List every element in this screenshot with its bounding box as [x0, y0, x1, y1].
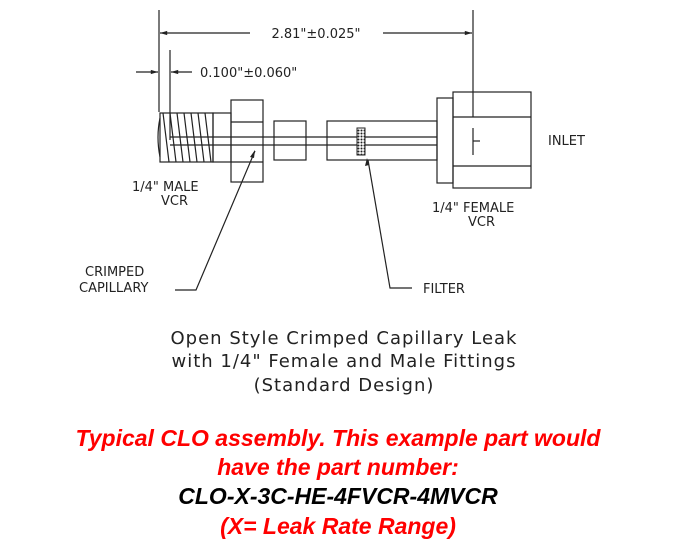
note-leak-rate: (X= Leak Rate Range) — [220, 513, 456, 539]
filter-label: FILTER — [423, 282, 465, 297]
crimp-sleeve — [273, 120, 307, 161]
crimped-label: CRIMPED — [85, 265, 144, 280]
male-label-vcr: VCR — [161, 194, 188, 209]
note-line-1: Typical CLO assembly. This example part … — [75, 425, 601, 451]
female-label: 1/4" FEMALE — [432, 201, 514, 216]
filter-leader — [367, 159, 412, 289]
female-label-vcr: VCR — [468, 215, 495, 230]
female-vcr-fitting — [436, 91, 532, 189]
caption-line-3: (Standard Design) — [254, 375, 435, 396]
caption-line-1: Open Style Crimped Capillary Leak — [171, 328, 518, 349]
capillary-leak-drawing: 2.81"±0.025" 0.100"±0.060" INLET 1/4" MA… — [79, 10, 585, 396]
part-number: CLO-X-3C-HE-4FVCR-4MVCR — [178, 483, 498, 509]
male-label: 1/4" MALE — [132, 180, 199, 195]
capillary-label: CAPILLARY — [79, 281, 149, 296]
filter-sleeve — [326, 120, 438, 161]
filter-element — [356, 127, 366, 156]
crimped-leader — [175, 150, 256, 291]
offset-dimension-text: 0.100"±0.060" — [200, 66, 297, 81]
overall-dimension-text: 2.81"±0.025" — [271, 27, 360, 42]
inlet-label: INLET — [548, 134, 585, 149]
caption-line-2: with 1/4" Female and Male Fittings — [171, 351, 516, 372]
note-line-2: have the part number: — [217, 454, 459, 480]
